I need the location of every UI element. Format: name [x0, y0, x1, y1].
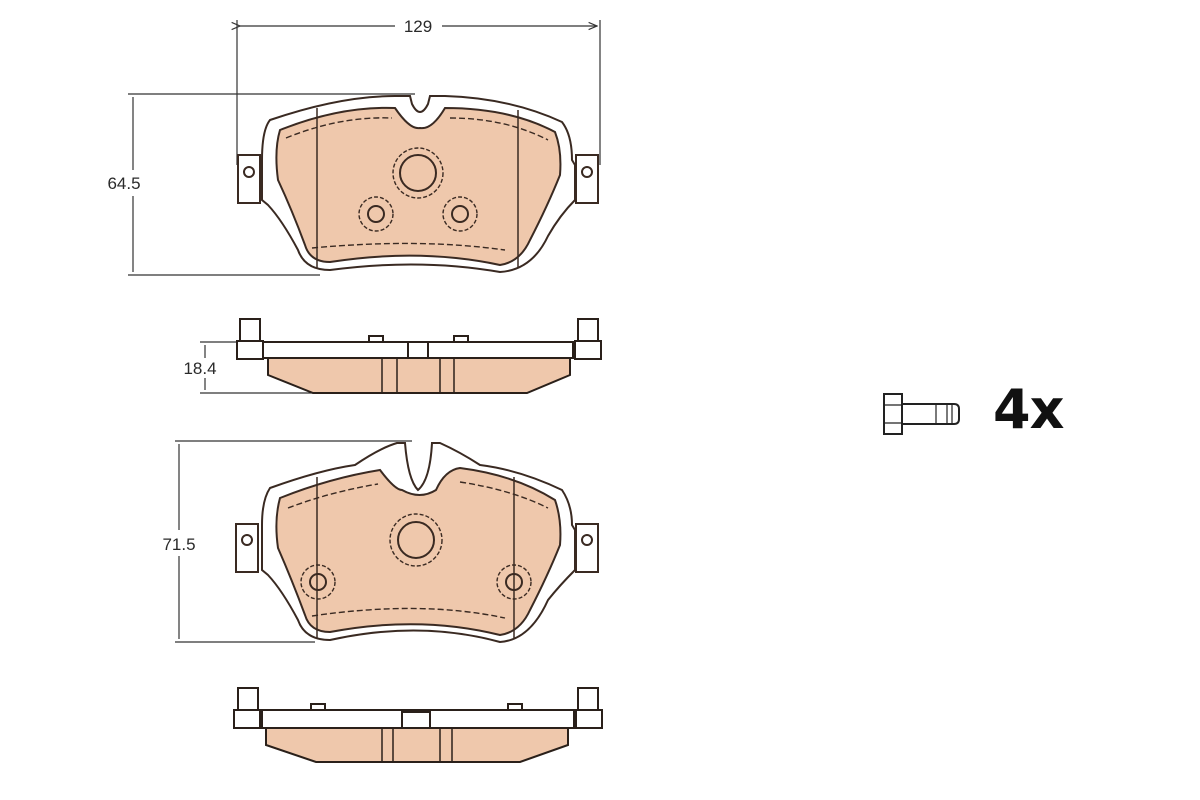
bolt-icon — [883, 393, 960, 435]
dimension-width: 129 — [237, 17, 601, 165]
pad-2-front-view — [235, 442, 599, 644]
dimension-height-pad-1: 64.5 — [107, 93, 415, 276]
dimension-thickness: 18.4 — [183, 341, 320, 394]
bolt-quantity: 4x — [993, 378, 1064, 441]
height-pad-2-label: 71.5 — [162, 535, 195, 554]
pad-1-side-view — [236, 318, 602, 394]
dimension-height-pad-2: 71.5 — [162, 440, 412, 643]
pad-2-side-view — [233, 687, 603, 763]
width-label: 129 — [404, 17, 432, 36]
pad-1-front-view — [237, 95, 599, 274]
height-pad-1-label: 64.5 — [107, 174, 140, 193]
thickness-label: 18.4 — [183, 359, 216, 378]
